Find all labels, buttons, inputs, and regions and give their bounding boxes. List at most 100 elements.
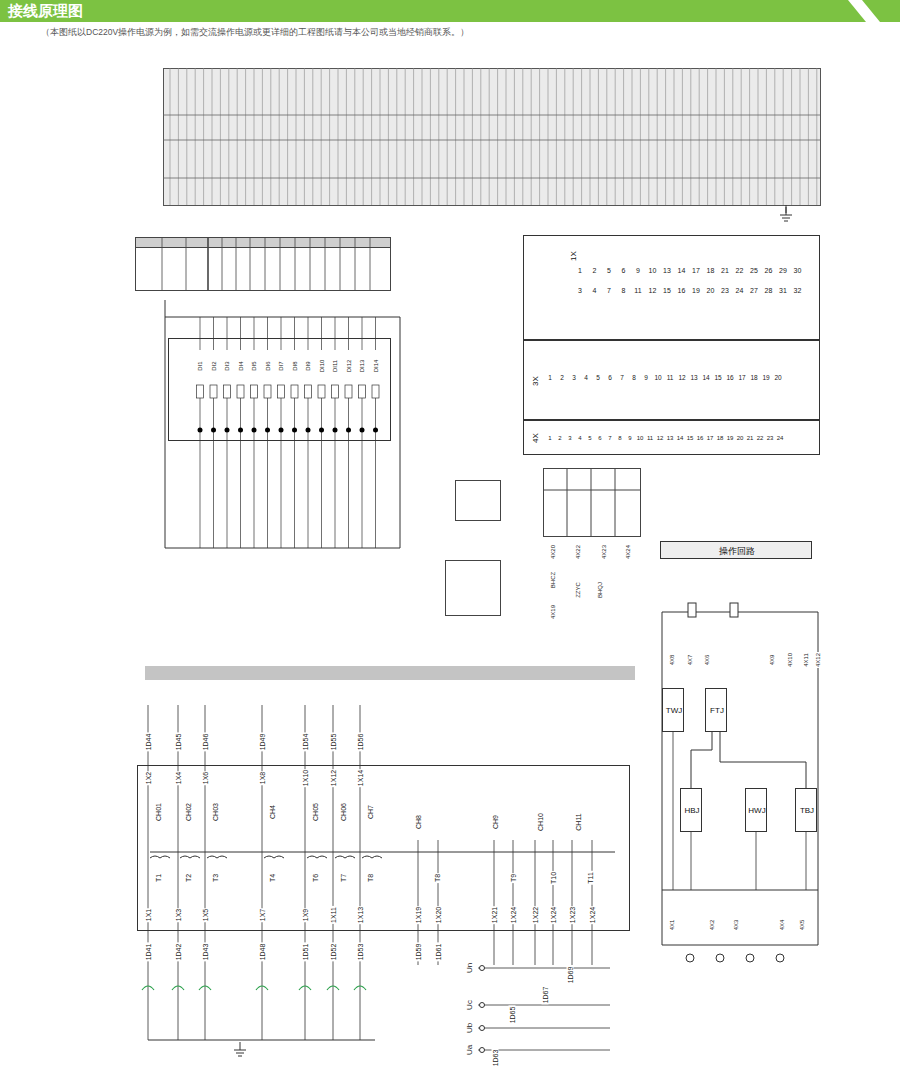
- terminal-label: 8: [631, 375, 637, 382]
- wire-line: [606, 68, 607, 205]
- wire-line: [548, 68, 549, 205]
- terminal-label: Ub: [466, 1022, 474, 1034]
- wire-line: [732, 68, 733, 205]
- terminal-label: 25: [749, 267, 759, 274]
- transformer-symbol: [307, 856, 327, 858]
- wire-line: [455, 68, 456, 205]
- wire-line: [321, 317, 322, 350]
- wire-line: [375, 317, 376, 350]
- node-label: 1X: [570, 251, 578, 261]
- terminal-label: 1X11: [330, 906, 337, 924]
- wire-line: [682, 68, 683, 205]
- terminal-dot: [360, 428, 365, 433]
- terminal-label: 1D65: [509, 1006, 516, 1025]
- wire-line: [422, 68, 423, 205]
- wire-line: [308, 398, 309, 548]
- wire-line: [205, 705, 206, 1040]
- wire-line: [237, 68, 238, 205]
- terminal-label: 12: [648, 287, 658, 294]
- wire-line: [148, 1040, 375, 1041]
- terminal-label: 1X12: [330, 769, 337, 787]
- terminal-label: 4: [583, 375, 589, 382]
- node-label: HBJ: [684, 807, 699, 815]
- terminal-label: 4X22: [575, 544, 581, 560]
- wire-line: [478, 1028, 610, 1029]
- wire-line: [786, 207, 787, 215]
- terminal-label: 1X19: [415, 906, 422, 924]
- wire-line: [363, 68, 364, 205]
- wire-line: [360, 705, 361, 1040]
- terminal-label: 1D61: [435, 943, 442, 962]
- terminal-label: DI9: [305, 360, 311, 371]
- transformer-symbol: [150, 856, 170, 858]
- terminal-label: 26: [764, 267, 774, 274]
- wire-line: [522, 68, 523, 205]
- wire-line: [535, 840, 536, 965]
- wire-line: [791, 68, 792, 205]
- terminal-label: 14: [676, 435, 685, 441]
- terminal-label: 1X4: [175, 771, 182, 785]
- wire-line: [783, 68, 784, 205]
- wire-line: [310, 237, 311, 290]
- terminal-label: 3: [577, 287, 583, 294]
- wire-line: [539, 68, 540, 205]
- ct-coil: [256, 986, 268, 990]
- wire-line: [592, 840, 593, 965]
- terminal-label: 31: [778, 287, 788, 294]
- terminal-label: 7: [607, 435, 612, 441]
- wire-line: [254, 398, 255, 548]
- terminal-label: CH01: [155, 802, 162, 822]
- terminal-label: 4X23: [601, 544, 607, 560]
- terminal-label: 2: [557, 435, 562, 441]
- terminal-label: 4X7: [687, 654, 693, 667]
- optocoupler-symbol: [332, 385, 339, 398]
- node-label: 操作回路: [719, 547, 755, 556]
- wire-line: [632, 68, 633, 205]
- terminal-label: 18: [706, 267, 716, 274]
- wire-line: [240, 317, 241, 350]
- terminal-label: 18: [716, 435, 725, 441]
- wire-line: [531, 68, 532, 205]
- wire-line: [707, 68, 708, 205]
- terminal-label: T11: [587, 871, 594, 885]
- terminal-label: T8: [434, 873, 441, 883]
- wire-line: [662, 612, 818, 613]
- ct-coil: [142, 986, 154, 990]
- wire-line: [321, 398, 322, 548]
- terminal-label: 6: [607, 375, 613, 382]
- optocoupler-symbol: [359, 385, 366, 398]
- wire-line: [254, 317, 255, 350]
- terminal-label: 5: [595, 375, 601, 382]
- terminal-label: CH05: [312, 802, 319, 822]
- terminal-label: 4X24: [625, 544, 631, 560]
- terminal-label: 1D41: [145, 943, 152, 962]
- terminal-dot: [306, 428, 311, 433]
- terminal-label: DI3: [224, 360, 230, 371]
- wire-line: [240, 398, 241, 548]
- terminal-label: 1D49: [259, 733, 266, 752]
- wire-line: [338, 68, 339, 205]
- wire-line: [348, 398, 349, 548]
- wire-line: [333, 705, 334, 1040]
- wire-connector: [720, 732, 806, 788]
- wire-line: [724, 68, 725, 205]
- node-label: 3X: [532, 376, 540, 386]
- wire-line: [514, 68, 515, 205]
- terminal-label: 3: [571, 375, 577, 382]
- wire-line: [572, 840, 573, 965]
- wire-line: [673, 732, 674, 890]
- terminal-label: 4X5: [799, 919, 805, 932]
- terminal-label: DI7: [278, 360, 284, 371]
- ct-coil: [299, 986, 311, 990]
- relay-box: HBJ: [680, 788, 702, 832]
- terminal-label: 1: [547, 435, 552, 441]
- terminal-label: 1X2: [145, 771, 152, 785]
- terminal-label: T1: [155, 873, 162, 883]
- terminal-label: T9: [510, 873, 517, 883]
- relay-box: HWJ: [745, 788, 767, 832]
- terminal-label: 17: [706, 435, 715, 441]
- wire-line: [780, 215, 792, 216]
- wire-line: [195, 68, 196, 205]
- wire-line: [806, 832, 807, 890]
- terminal-label: 1D44: [145, 733, 152, 752]
